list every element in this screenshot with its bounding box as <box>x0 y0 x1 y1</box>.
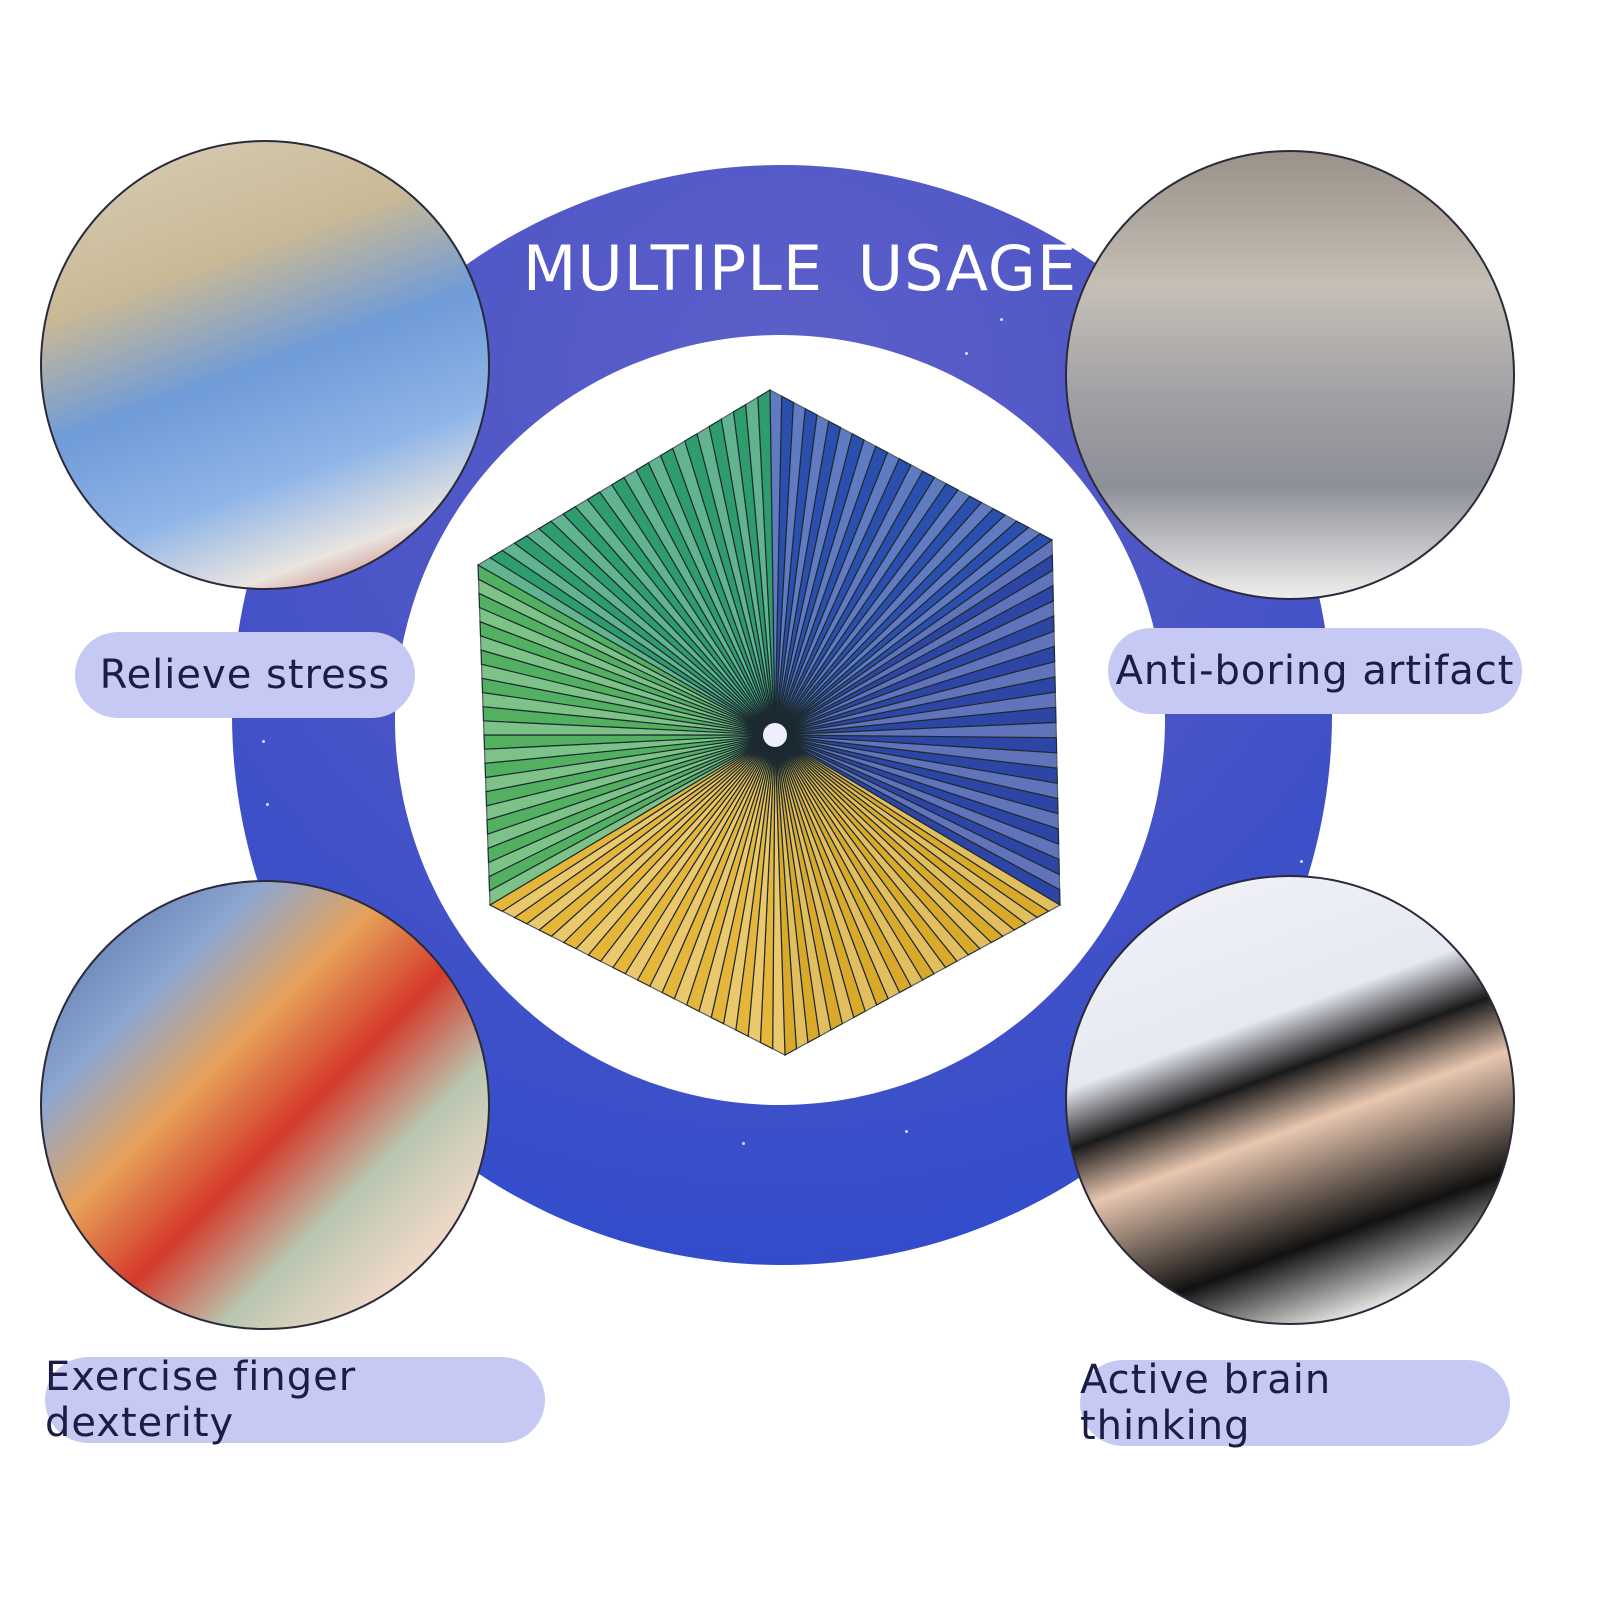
usage-label-finger-dexterity: Exercise finger dexterity <box>45 1354 545 1446</box>
photo-mother-children <box>40 880 490 1330</box>
spiral-stripe <box>757 388 776 736</box>
photo-woman-thinking <box>1065 875 1515 1325</box>
photo-man-thinking <box>1065 150 1515 600</box>
spiral-center <box>763 723 787 747</box>
page-title: MULTIPLE USAGE <box>522 232 1078 305</box>
usage-label-brain-thinking: Active brain thinking <box>1080 1357 1510 1449</box>
photo-stressed-man <box>40 140 490 590</box>
usage-label-anti-boring: Anti-boring artifact <box>1108 628 1522 714</box>
usage-label-relieve-stress: Relieve stress <box>75 632 415 718</box>
